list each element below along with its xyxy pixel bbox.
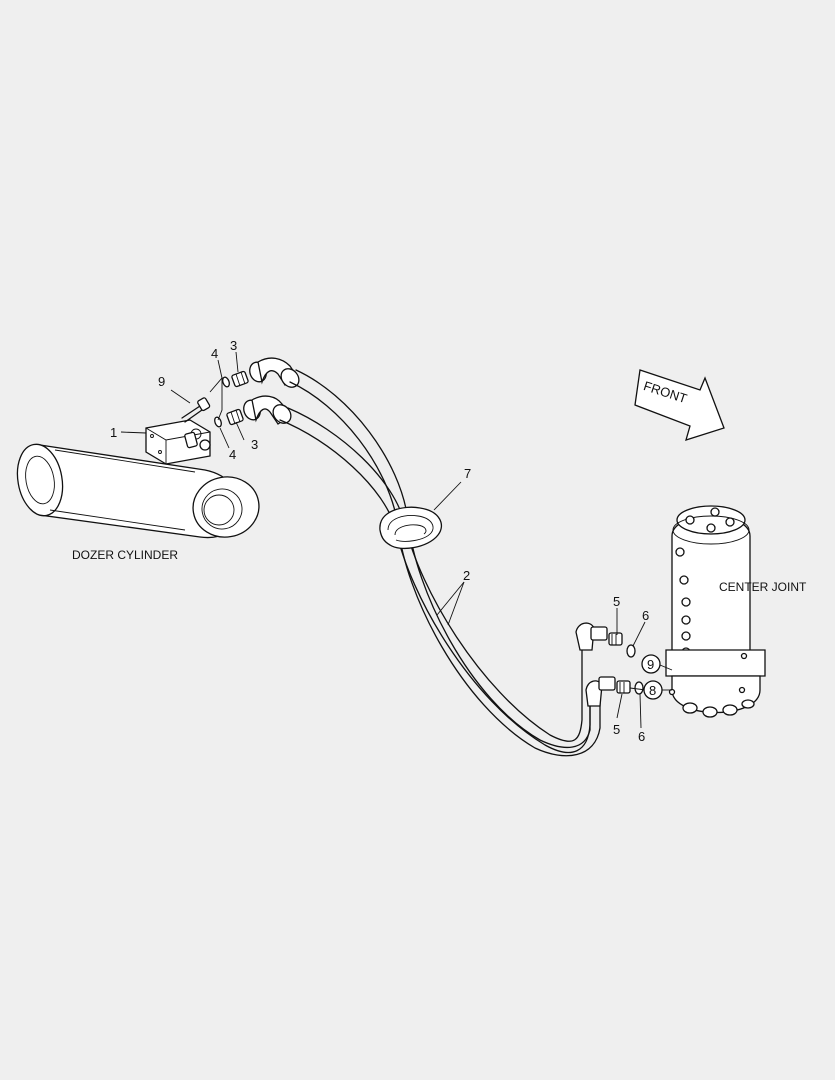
leader-lines xyxy=(120,351,673,729)
callout-8: 8 xyxy=(649,683,656,698)
upper-fittings xyxy=(214,357,300,428)
callout-circle-9 xyxy=(641,654,661,674)
center-joint-label: CENTER JOINT xyxy=(719,580,807,594)
callout-4-upper: 4 xyxy=(211,346,218,361)
callout-2: 2 xyxy=(463,568,470,583)
callout-3-lower: 3 xyxy=(251,437,258,452)
callout-9-bolt: 9 xyxy=(158,374,165,389)
dozer-cylinder-label: DOZER CYLINDER xyxy=(72,548,178,562)
hose-clamp xyxy=(379,506,443,549)
callout-5-lower: 5 xyxy=(613,722,620,737)
callout-7: 7 xyxy=(464,466,471,481)
front-arrow: FRONT xyxy=(634,369,725,441)
valve-block xyxy=(145,397,211,465)
callout-9-joint: 9 xyxy=(647,657,654,672)
dozer-cylinder xyxy=(16,443,260,539)
callout-6-upper: 6 xyxy=(642,608,649,623)
lower-fittings xyxy=(575,622,644,707)
callout-5-upper: 5 xyxy=(613,594,620,609)
callout-circle-8 xyxy=(643,680,663,700)
callout-1: 1 xyxy=(110,425,117,440)
callout-6-lower: 6 xyxy=(638,729,645,744)
hoses xyxy=(279,369,601,757)
callout-3-upper: 3 xyxy=(230,338,237,353)
center-joint xyxy=(665,505,766,718)
callout-4-lower: 4 xyxy=(229,447,236,462)
